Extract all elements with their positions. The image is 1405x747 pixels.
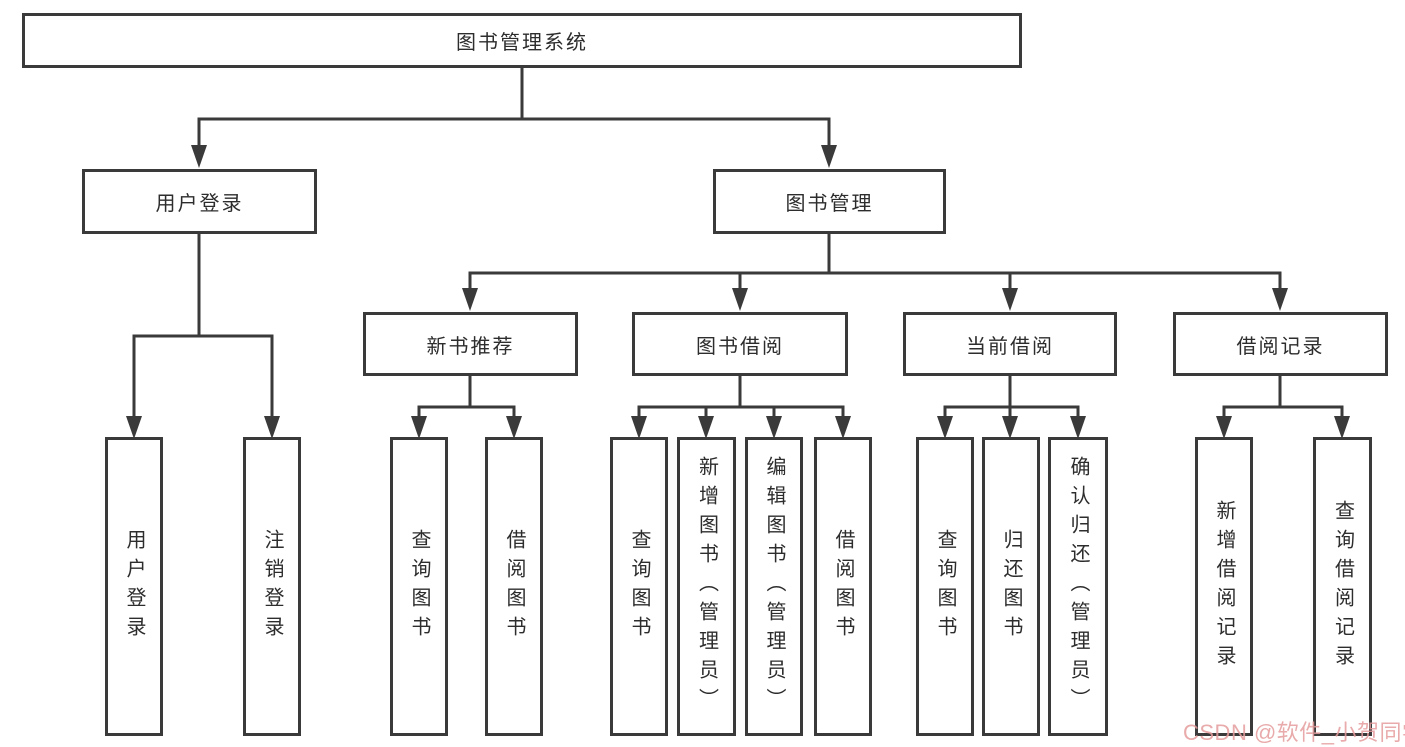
leaf-current-return-books: 归还图书 [982, 437, 1040, 736]
leaf-current-query-books: 查询图书 [916, 437, 974, 736]
node-book-management: 图书管理 [713, 169, 946, 234]
leaf-records-add-borrow-record: 新增借阅记录 [1195, 437, 1253, 736]
leaf-logout: 注销登录 [243, 437, 301, 736]
leaf-user-login: 用户登录 [105, 437, 163, 736]
leaf-newbooks-query-books: 查询图书 [390, 437, 448, 736]
node-root-library-system: 图书管理系统 [22, 13, 1022, 68]
leaf-records-query-borrow-record: 查询借阅记录 [1313, 437, 1372, 736]
leaf-newbooks-borrow-books: 借阅图书 [485, 437, 543, 736]
leaf-borrowing-edit-books-admin: 编辑图书（管理员） [745, 437, 803, 736]
node-new-book-recommend: 新书推荐 [363, 312, 578, 376]
leaf-current-confirm-return-admin: 确认归还（管理员） [1048, 437, 1108, 736]
node-borrow-records: 借阅记录 [1173, 312, 1388, 376]
leaf-borrowing-query-books: 查询图书 [610, 437, 668, 736]
node-current-borrowing: 当前借阅 [903, 312, 1117, 376]
node-book-borrowing: 图书借阅 [632, 312, 848, 376]
csdn-watermark: CSDN @软件_小贺同学 [1183, 720, 1405, 745]
leaf-borrowing-add-books-admin: 新增图书（管理员） [677, 437, 736, 736]
node-user-login: 用户登录 [82, 169, 317, 234]
leaf-borrowing-borrow-books: 借阅图书 [814, 437, 872, 736]
arrowheads [126, 145, 1350, 439]
